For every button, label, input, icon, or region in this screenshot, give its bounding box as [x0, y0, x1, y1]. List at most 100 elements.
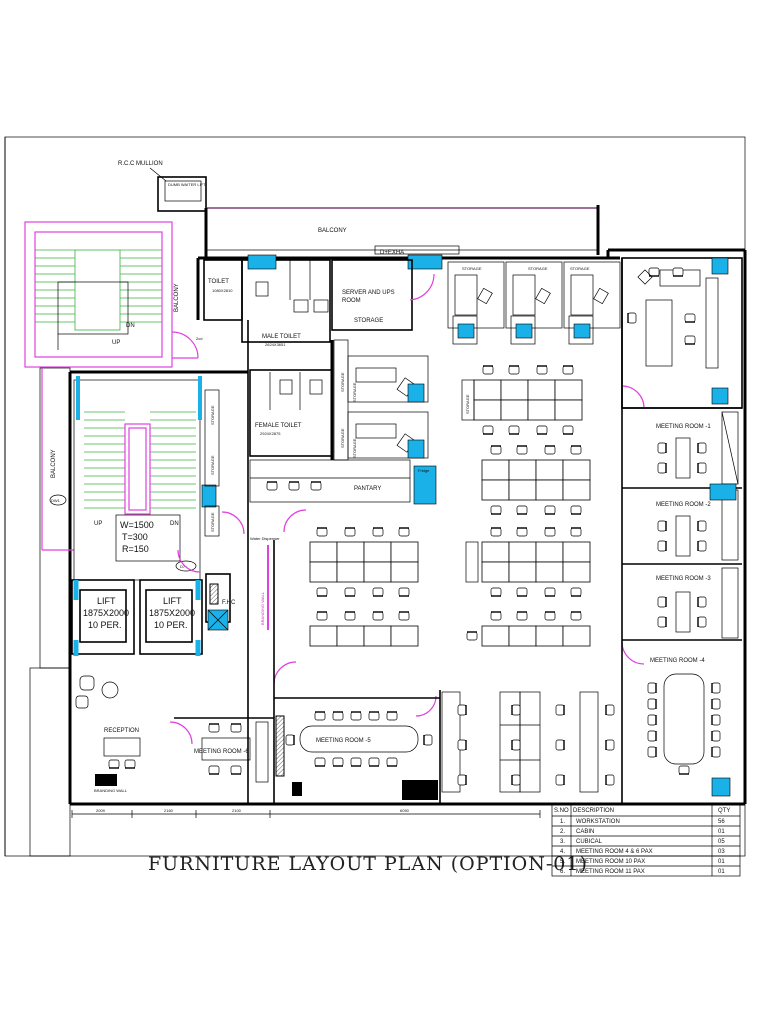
legend-row-qty: 01 — [718, 869, 725, 875]
legend-row-desc: MEETING ROOM 11 PAX — [576, 869, 645, 875]
reception-label: RECEPTION — [104, 728, 139, 734]
exhaust-label: D+EXHA — [380, 250, 404, 256]
dimension-3: 2100 — [232, 808, 242, 813]
fhc-label: F.HC — [222, 600, 236, 606]
door-d7: D7 — [180, 564, 186, 569]
lift-1: LIFT 1875X2000 10 PER. — [71, 579, 135, 656]
reception: RECEPTION BRANDING WALL — [75, 675, 141, 793]
legend-row-desc: WORKSTATION — [576, 819, 620, 825]
legend-row-qty: 03 — [718, 849, 725, 855]
workstations-right-lower — [465, 527, 591, 647]
legend-header-qty: QTY — [718, 808, 730, 814]
storage-v-3: STORAGE — [352, 382, 357, 402]
water-dispenser-label: Water Dispenser — [250, 536, 280, 541]
male-toilet-label: MALE TOILET — [262, 334, 301, 340]
legend-row-sno: 5. — [560, 859, 565, 865]
female-toilet-label: FEMALE TOILET — [255, 423, 302, 429]
storage-v-1: STORAGE — [340, 372, 345, 392]
balcony-left-top-label: BALCONY — [174, 283, 180, 312]
branding-wall-horizontal: BRANDING WALL — [94, 788, 128, 793]
meeting-2-label: MEETING ROOM -2 — [656, 502, 711, 508]
lift-1-label: LIFT — [97, 596, 116, 606]
top-balcony: BALCONY — [204, 205, 600, 258]
meeting-room-6: MEETING ROOM -6 — [194, 721, 269, 783]
legend-row-qty: 01 — [718, 859, 725, 865]
rcc-mullion-label: R.C.C MULLION — [118, 161, 163, 167]
legend-row-sno: 2. — [560, 829, 565, 835]
dimension-4: 6050 — [400, 808, 410, 813]
workstations-left — [309, 527, 419, 647]
storage-v-5: STORAGE — [210, 405, 215, 425]
storage-v-7: STORAGE — [210, 512, 215, 532]
balcony-top-label: BALCONY — [318, 228, 347, 234]
legend-row-desc: CABIN — [576, 829, 594, 835]
legend-row-sno: 4. — [560, 849, 565, 855]
storage-v-4: STORAGE — [352, 438, 357, 458]
storage-1-label: STORAGE — [462, 266, 482, 271]
stair-up-top: UP — [112, 340, 120, 346]
storage-2-label: STORAGE — [528, 266, 548, 271]
storage-v-6: STORAGE — [210, 455, 215, 475]
legend-header-desc: DESCRIPTION — [573, 808, 614, 814]
meeting-5-label: MEETING ROOM -5 — [316, 738, 371, 744]
legend-row-qty: 56 — [718, 819, 725, 825]
cabin — [621, 257, 743, 409]
toilet-block: TOILET 1080X2810 MALE TOILET 2624X3651 F… — [203, 254, 443, 461]
lift-2: LIFT 1875X2000 10 PER. — [139, 579, 203, 656]
dumb-waiter: DUMB WAITER LIFT — [157, 176, 207, 212]
stair-width: W=1500 — [120, 520, 154, 530]
middle-cubicles: STORAGE STORAGE — [347, 355, 429, 459]
server-room: SERVER AND UPS ROOM STORAGE D+EXHA — [331, 245, 460, 331]
inner-walls — [174, 258, 742, 804]
legend-row-desc: MEETING ROOM 4 & 6 PAX — [576, 849, 653, 855]
lift-1-dims: 1875X2000 — [83, 608, 129, 618]
lift-2-label: LIFT — [163, 596, 182, 606]
storage-3-label: STORAGE — [570, 266, 590, 271]
dumb-waiter-label: DUMB WAITER LIFT — [168, 182, 206, 187]
dimension-1: 2009 — [96, 808, 106, 813]
meeting-4-label: MEETING ROOM -4 — [650, 658, 705, 664]
left-balcony: BALCONY DW1 — [29, 367, 74, 857]
drawing-title: FURNITURE LAYOUT PLAN (OPTION-01) — [148, 853, 588, 875]
legend-row-qty: 05 — [718, 839, 725, 845]
male-toilet-dims: 2624X3651 — [265, 342, 286, 347]
toilet-dims: 1080X2810 — [212, 288, 233, 293]
storage-v-8: STORAGE — [465, 394, 470, 414]
legend-row-desc: MEETING ROOM 10 PAX — [576, 859, 645, 865]
balcony-mid-label: BALCONY — [51, 449, 57, 478]
workstations-right-upper: STORAGE — [461, 365, 591, 515]
toilet-label: TOILET — [208, 279, 229, 285]
door-2cd-label: 2cd — [196, 336, 202, 341]
legend-row-sno: 1. — [560, 819, 565, 825]
pantary-label: PANTARY — [354, 486, 381, 492]
meeting-room-5: MEETING ROOM -5 — [275, 711, 438, 800]
stair-up-mid: UP — [94, 521, 102, 527]
door-dw1: DW1 — [51, 498, 61, 503]
upper-staircase: DN UP — [24, 221, 173, 368]
meeting-room-2: MEETING ROOM -2 — [656, 483, 739, 561]
drawing-border — [4, 136, 746, 857]
storage-v-2: STORAGE — [340, 428, 345, 448]
meeting-6-label: MEETING ROOM -6 — [194, 749, 249, 755]
lift-2-capacity: 10 PER. — [154, 620, 188, 630]
main-staircase: W=1500 T=300 R=150 UP DN STORAGE STORAGE… — [73, 376, 220, 581]
lift-1-capacity: 10 PER. — [88, 620, 122, 630]
top-cubicles: STORAGE STORAGE STORAGE — [447, 256, 621, 345]
dimension-2: 2160 — [164, 808, 174, 813]
legend-row-desc: CUBICAL — [576, 839, 603, 845]
meeting-1-label: MEETING ROOM -1 — [656, 424, 711, 430]
legend-table: S.NO DESCRIPTION QTY 1. WORKSTATION 56 2… — [551, 803, 741, 877]
server-room-label: SERVER AND UPS — [342, 290, 395, 296]
legend-row-sno: 3. — [560, 839, 565, 845]
dimension-line: 2009 2160 2100 6050 — [71, 808, 541, 818]
stair-dn-mid: DN — [170, 521, 179, 527]
branding-wall-vertical: BRANDING WALL — [260, 591, 265, 625]
stair-riser: R=150 — [122, 544, 149, 554]
legend-row-sno: 6. — [560, 869, 565, 875]
fridge-label: Fridge — [418, 468, 430, 473]
meeting-room-3: MEETING ROOM -3 — [656, 567, 739, 639]
server-room-label-2: ROOM — [342, 298, 361, 304]
meeting-room-1: MEETING ROOM -1 — [656, 411, 739, 485]
fire-hose-cabinet: F.HC D7 — [175, 560, 236, 631]
